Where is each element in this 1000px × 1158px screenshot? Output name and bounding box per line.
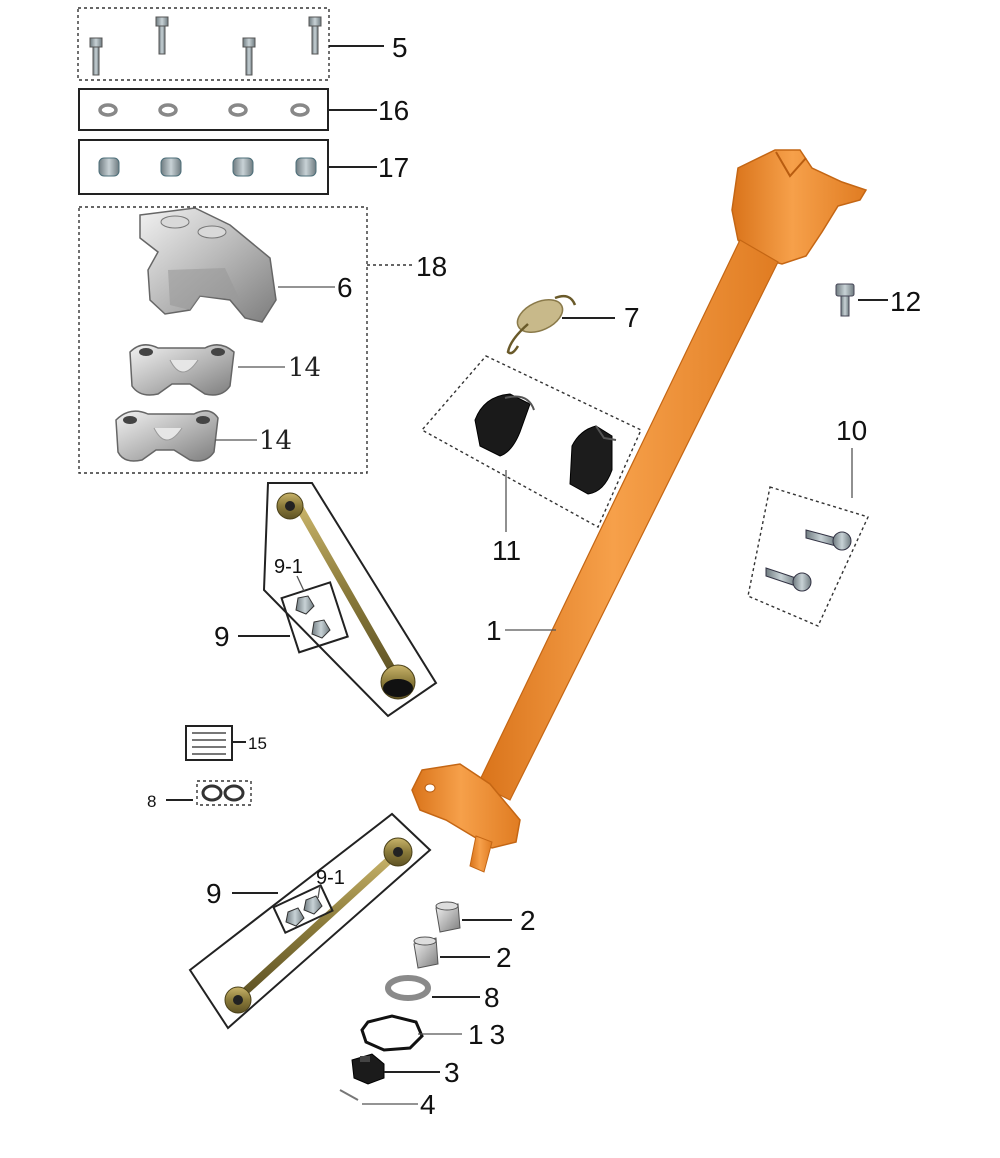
callout-3: 3: [444, 1057, 460, 1088]
callout-5: 5: [392, 32, 408, 63]
callout-14-upper: 14: [288, 353, 321, 383]
callout-11: 11: [492, 535, 521, 566]
cotter-pin: [339, 1089, 418, 1105]
hex-bolt: [835, 283, 888, 317]
lower-clamp-b: [115, 410, 219, 462]
rubber-bushing-set: [420, 355, 642, 532]
cotter-pin-set: [185, 725, 246, 761]
bolt-set: [77, 7, 384, 81]
callout-9-1-upper: 9-1: [274, 556, 303, 578]
callout-9-1-lower: 9-1: [316, 867, 345, 889]
callout-14-lower: 14: [259, 426, 292, 456]
upper-clamp: [139, 207, 277, 323]
callout-6: 6: [337, 272, 353, 303]
tie-rod-upper: [238, 482, 438, 718]
nut-set: [78, 139, 377, 195]
callout-8-lower: 8: [484, 982, 500, 1013]
callout-17: 17: [378, 152, 409, 183]
callout-8-upper: 8: [147, 792, 156, 811]
handlebar-clamp-assembly: [78, 206, 415, 474]
steering-stem: [411, 149, 868, 873]
small-washer-set: [166, 780, 252, 806]
callout-10: 10: [836, 415, 867, 446]
callout-2-upper: 2: [520, 905, 536, 936]
callout-4: 4: [420, 1089, 436, 1120]
washer-set: [78, 88, 377, 131]
callout-16: 16: [378, 95, 409, 126]
stem-washer: [385, 975, 480, 1001]
cable-clip: [506, 294, 615, 355]
callout-7: 7: [624, 302, 640, 333]
callout-12: 12: [890, 286, 921, 317]
flange-bolt-set: [747, 448, 869, 627]
tie-rod-lower: [188, 812, 432, 1030]
seal-ring: [360, 1014, 462, 1052]
lower-clamp-a: [129, 344, 235, 396]
callout-13: 13: [468, 1019, 511, 1050]
callout-18: 18: [416, 251, 447, 282]
callout-9-lower: 9: [206, 878, 222, 909]
stem-bushing-lower: [413, 936, 490, 969]
stem-bushing-upper: [435, 901, 512, 933]
callout-2-lower: 2: [496, 942, 512, 973]
callout-9-upper: 9: [214, 621, 230, 652]
castle-nut: [351, 1053, 440, 1085]
callout-1: 1: [486, 615, 502, 646]
callout-15: 15: [248, 734, 267, 753]
